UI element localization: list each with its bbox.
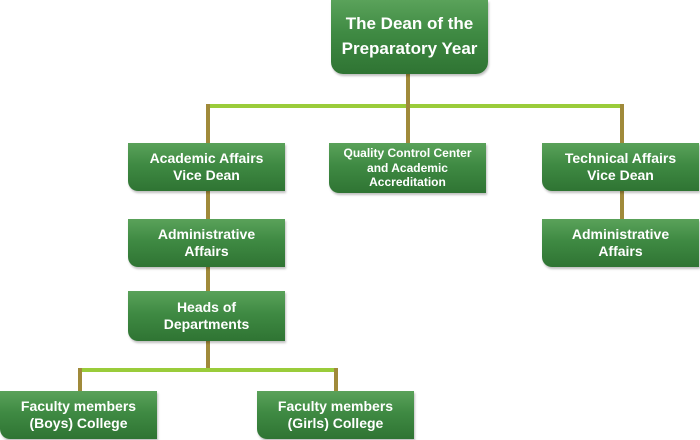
node-technical-affairs-vice-dean: Technical Affairs Vice Dean — [542, 143, 699, 191]
node-label-line: Heads of — [176, 298, 237, 315]
node-label-line: (Boys) College — [29, 415, 128, 431]
node-label-line: Academic Affairs — [149, 149, 264, 166]
connector-top-bus — [206, 104, 624, 108]
connector-to-technical-vice-dean — [620, 104, 624, 144]
node-dean-preparatory-year: The Dean of the Preparatory Year — [331, 0, 488, 74]
node-label-line: Vice Dean — [173, 167, 240, 183]
connector-technical-to-admin — [620, 190, 624, 220]
node-label-line: Administrative — [157, 225, 256, 242]
node-label-line: Affairs — [184, 243, 229, 259]
node-label-line: (Girls) College — [287, 415, 384, 431]
connector-to-quality-center — [406, 104, 410, 144]
node-heads-of-departments: Heads of Departments — [128, 291, 285, 341]
node-label-line: Vice Dean — [587, 167, 654, 183]
node-label-line: and Academic — [367, 160, 448, 175]
connector-admin-to-heads — [206, 266, 210, 292]
node-label-line: Accreditation — [369, 175, 446, 190]
connector-to-academic-vice-dean — [206, 104, 210, 144]
node-quality-control-center: Quality Control Center and Academic Accr… — [329, 143, 486, 193]
connector-heads-down — [206, 340, 210, 372]
node-label-line: The Dean of the — [345, 14, 474, 34]
connector-bottom-bus — [78, 368, 338, 372]
node-label-line: Faculty members — [20, 397, 137, 414]
connector-to-faculty-girls — [334, 368, 338, 392]
node-label-line: Affairs — [598, 243, 643, 259]
connector-academic-to-admin — [206, 190, 210, 220]
node-academic-administrative-affairs: Administrative Affairs — [128, 219, 285, 267]
node-label-line: Technical Affairs — [564, 149, 677, 166]
node-label-line: Administrative — [571, 225, 670, 242]
node-academic-affairs-vice-dean: Academic Affairs Vice Dean — [128, 143, 285, 191]
node-faculty-members-girls: Faculty members (Girls) College — [257, 391, 414, 439]
node-label-line: Quality Control Center — [343, 146, 472, 161]
connector-root-down — [406, 72, 410, 108]
node-label-line: Preparatory Year — [341, 39, 478, 58]
node-label-line: Faculty members — [277, 397, 394, 414]
node-label-line: Departments — [163, 316, 250, 332]
connector-to-faculty-boys — [78, 368, 82, 392]
node-faculty-members-boys: Faculty members (Boys) College — [0, 391, 157, 439]
node-technical-administrative-affairs: Administrative Affairs — [542, 219, 699, 267]
